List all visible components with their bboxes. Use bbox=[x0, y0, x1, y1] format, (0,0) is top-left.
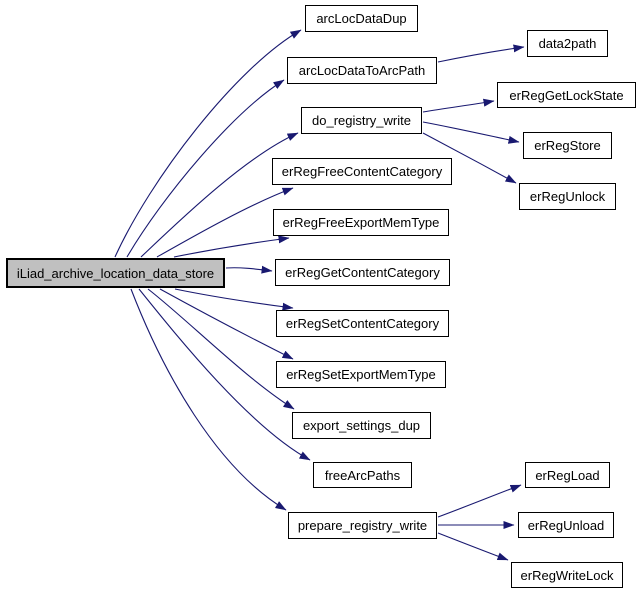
node-erRegUnload[interactable]: erRegUnload bbox=[518, 512, 614, 538]
edge-do_registry_write-to-erRegStore bbox=[422, 121, 520, 144]
edge-iLiad_archive_location_data_store-to-erRegSetExportMemType bbox=[159, 288, 294, 360]
edge-iLiad_archive_location_data_store-to-erRegGetContentCategory bbox=[225, 265, 273, 274]
edge-iLiad_archive_location_data_store-to-erRegFreeExportMemType bbox=[173, 235, 290, 258]
node-export_settings_dup[interactable]: export_settings_dup bbox=[292, 412, 431, 439]
edge-iLiad_archive_location_data_store-to-export_settings_dup bbox=[147, 288, 295, 410]
node-erRegSetContentCategory[interactable]: erRegSetContentCategory bbox=[276, 310, 449, 337]
node-erRegFreeContentCategory[interactable]: erRegFreeContentCategory bbox=[272, 158, 452, 185]
node-data2path[interactable]: data2path bbox=[527, 30, 608, 57]
edge-iLiad_archive_location_data_store-to-freeArcPaths bbox=[138, 288, 311, 461]
edge-arcLocDataToArcPath-to-data2path bbox=[437, 44, 525, 63]
node-erRegUnlock[interactable]: erRegUnlock bbox=[519, 183, 616, 210]
node-arcLocDataDup[interactable]: arcLocDataDup bbox=[305, 5, 418, 32]
node-erRegFreeExportMemType[interactable]: erRegFreeExportMemType bbox=[273, 209, 449, 236]
node-prepare_registry_write[interactable]: prepare_registry_write bbox=[288, 512, 437, 539]
node-iLiad_archive_location_data_store: iLiad_archive_location_data_store bbox=[6, 258, 225, 288]
edge-do_registry_write-to-erRegUnlock bbox=[422, 132, 517, 184]
edge-iLiad_archive_location_data_store-to-prepare_registry_write bbox=[130, 288, 287, 511]
node-arcLocDataToArcPath[interactable]: arcLocDataToArcPath bbox=[287, 57, 437, 84]
node-erRegGetContentCategory[interactable]: erRegGetContentCategory bbox=[275, 259, 450, 286]
edge-iLiad_archive_location_data_store-to-arcLocDataToArcPath bbox=[126, 79, 285, 258]
edge-iLiad_archive_location_data_store-to-do_registry_write bbox=[140, 132, 299, 258]
node-erRegSetExportMemType[interactable]: erRegSetExportMemType bbox=[276, 361, 446, 388]
edge-iLiad_archive_location_data_store-to-arcLocDataDup bbox=[114, 29, 302, 258]
node-do_registry_write[interactable]: do_registry_write bbox=[301, 107, 422, 134]
node-erRegGetLockState[interactable]: erRegGetLockState bbox=[497, 82, 636, 108]
node-erRegLoad[interactable]: erRegLoad bbox=[525, 462, 610, 488]
node-erRegWriteLock[interactable]: erRegWriteLock bbox=[511, 562, 623, 588]
edge-iLiad_archive_location_data_store-to-erRegFreeContentCategory bbox=[156, 187, 294, 258]
edge-iLiad_archive_location_data_store-to-erRegSetContentCategory bbox=[174, 288, 294, 311]
node-erRegStore[interactable]: erRegStore bbox=[523, 132, 612, 159]
edge-prepare_registry_write-to-erRegWriteLock bbox=[437, 532, 509, 561]
edge-prepare_registry_write-to-erRegLoad bbox=[437, 484, 522, 518]
node-freeArcPaths[interactable]: freeArcPaths bbox=[313, 462, 412, 488]
edge-do_registry_write-to-erRegGetLockState bbox=[422, 98, 495, 113]
